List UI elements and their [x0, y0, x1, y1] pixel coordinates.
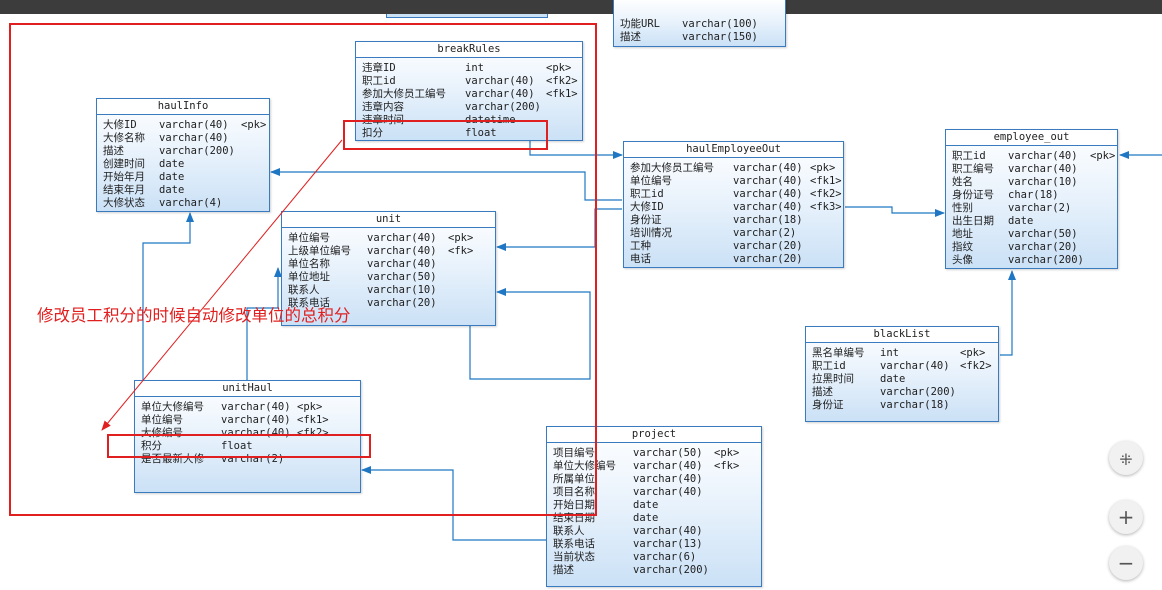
connector-haulemployeeout-employeeout [845, 206, 945, 217]
annotation-note: 修改员工积分的时候自动修改单位的总积分 [37, 306, 351, 325]
connector-unithaul-haulinfo [142, 212, 194, 380]
zoom-out-button[interactable]: − [1109, 546, 1143, 580]
table-title: unitHaul [135, 381, 360, 397]
zoom-in-icon: + [1117, 505, 1135, 529]
fit-screen-icon: ⁜ [1119, 450, 1133, 469]
connector-haulemployeeout-unit [496, 208, 622, 251]
window-top-bar [0, 0, 1162, 14]
connector-blacklist-employeeout [1000, 270, 1016, 356]
zoom-in-button[interactable]: + [1109, 500, 1143, 534]
table-title: unit [282, 212, 495, 228]
table-partial-edge [386, 14, 548, 18]
table-title: employee_out [946, 130, 1117, 146]
table-title: haulEmployeeOut [624, 142, 843, 158]
table-title: blackList [806, 327, 998, 343]
table-title: project [547, 427, 761, 443]
table-title: haulInfo [97, 99, 269, 115]
zoom-out-icon: − [1117, 551, 1135, 575]
table-title: breakRules [356, 42, 582, 58]
fit-screen-button[interactable]: ⁜ [1109, 441, 1143, 475]
connector-haulemployeeout-haulinfo [270, 168, 622, 201]
connector-project-unithaul [361, 466, 546, 541]
connector-breakrules-haulemployeeout [529, 141, 623, 159]
